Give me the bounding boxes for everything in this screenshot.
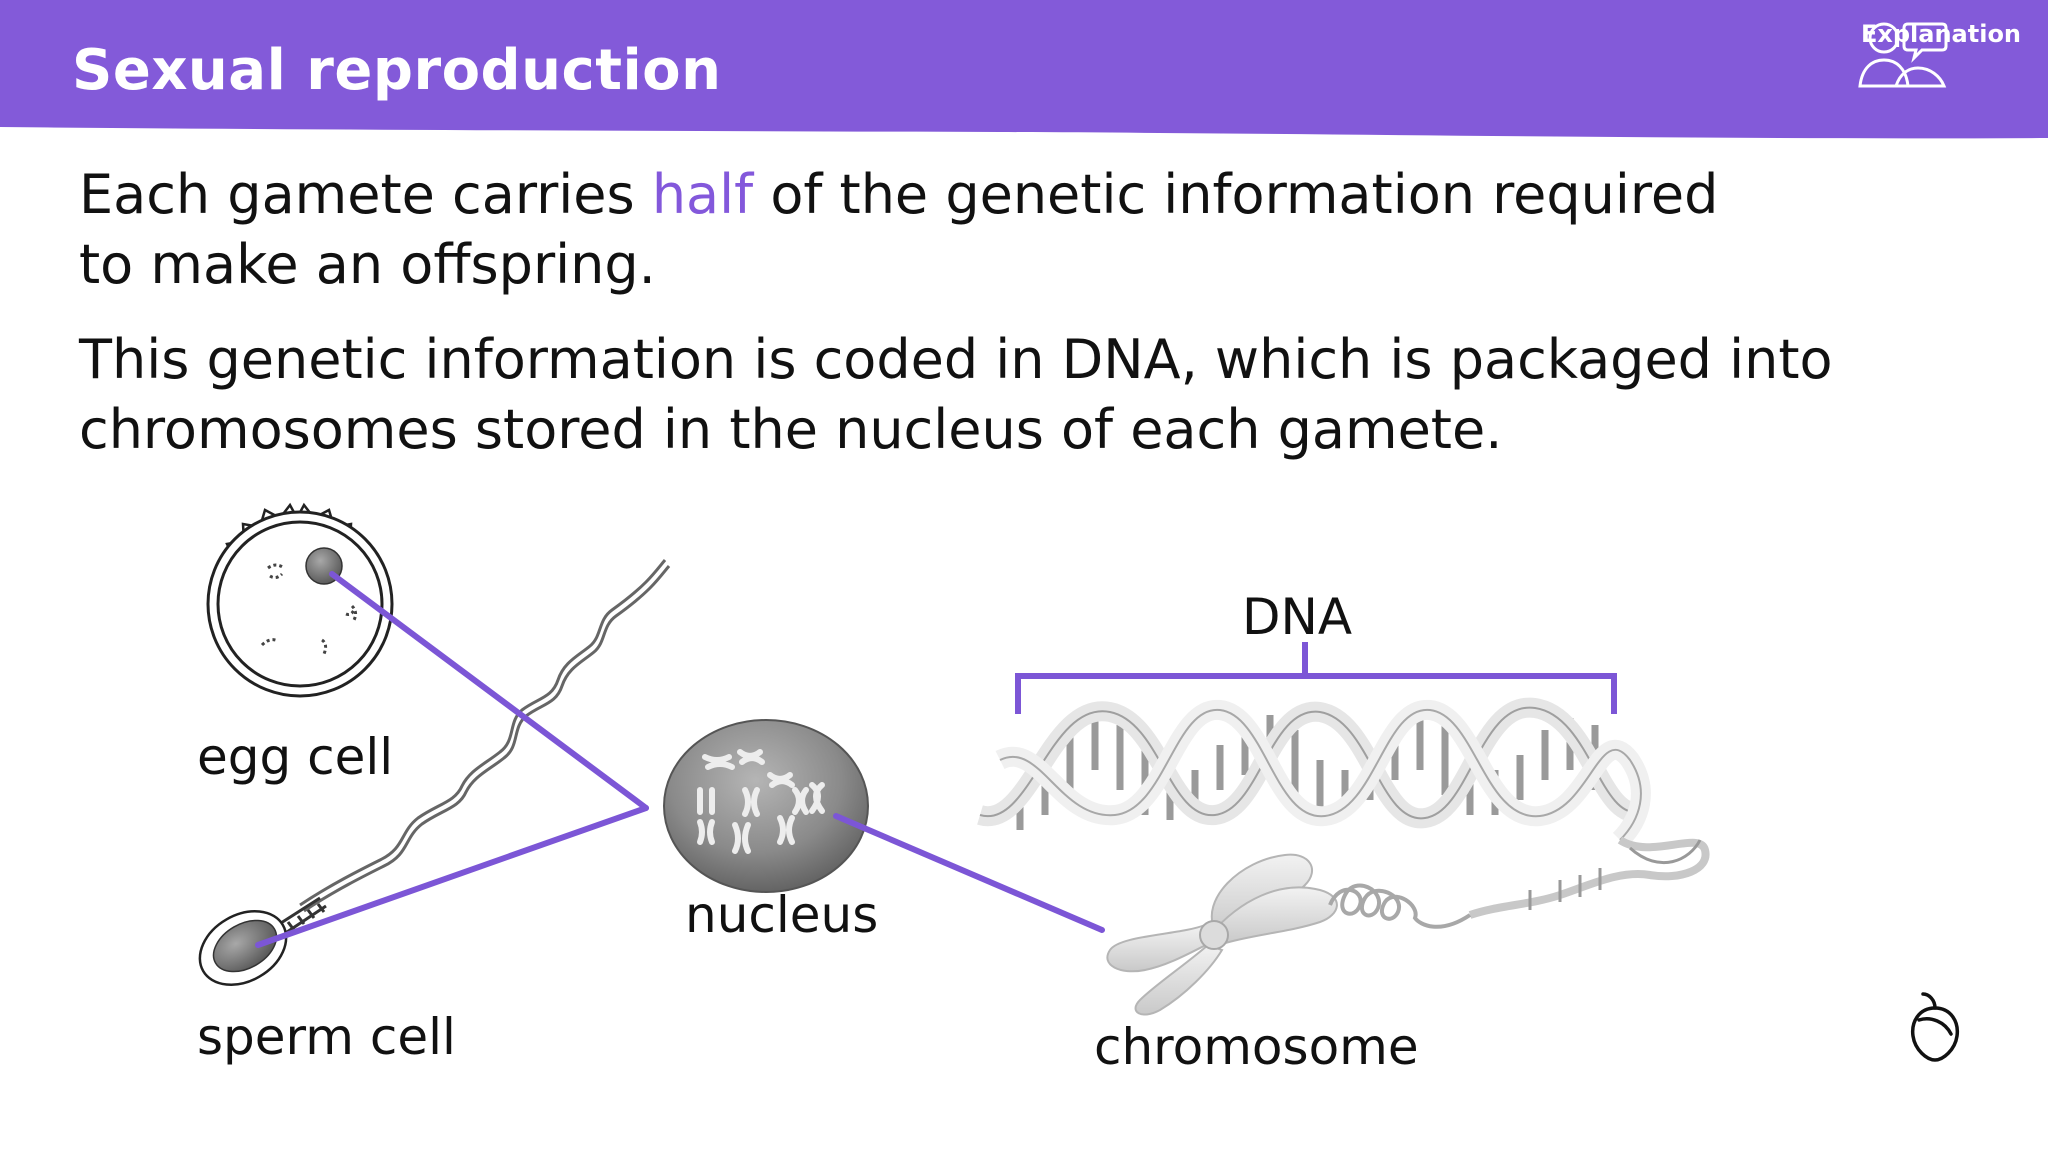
paragraph-dna-info: This genetic information is coded in DNA…: [79, 325, 1979, 465]
header-background: [0, 0, 2048, 139]
chromatin-coils: [1328, 883, 1472, 929]
chromosome-illustration: [1106, 853, 1472, 1016]
paragraph1-line1: Each gamete carries half of the genetic …: [79, 160, 1979, 230]
highlight-half: half: [651, 163, 754, 226]
chromosome-arm-lower-right: [1134, 943, 1224, 1016]
nucleus-body: [663, 719, 869, 893]
people-speech-icon: [1858, 22, 1948, 88]
chromosome-centromere: [1199, 920, 1229, 950]
chromosome-arm-upper-right: [1208, 886, 1338, 946]
paragraph2-line1: This genetic information is coded in DNA…: [79, 328, 1833, 391]
label-egg-cell: egg cell: [197, 728, 394, 786]
paragraph-gamete-info: Each gamete carries half of the genetic …: [79, 160, 1979, 300]
acorn-icon: [1910, 992, 1960, 1062]
connector-egg-nucleus: [329, 571, 649, 811]
paragraph2-line2: chromosomes stored in the nucleus of eac…: [79, 398, 1503, 461]
chromosome-arm-lower-left: [1106, 923, 1214, 973]
dna-bracket: [1015, 642, 1617, 714]
sperm-nucleus: [212, 919, 278, 973]
label-dna: DNA: [1242, 588, 1353, 646]
dna-helix: [977, 697, 1710, 919]
paragraph1-line2: to make an offspring.: [79, 233, 656, 296]
connector-sperm-nucleus: [255, 805, 649, 948]
label-sperm-cell: sperm cell: [197, 1008, 456, 1066]
paragraph1-text-before: Each gamete carries: [79, 163, 652, 226]
egg-cell-illustration: [206, 502, 394, 698]
egg-cell-granules: [260, 563, 358, 655]
nucleus-chromosomes: [697, 749, 825, 854]
paragraph1-text-after: of the genetic information required: [753, 163, 1719, 226]
label-chromosome: chromosome: [1094, 1018, 1419, 1076]
egg-cell-membrane: [216, 520, 384, 688]
explanation-badge: Explanation: [1856, 16, 2026, 134]
connector-nucleus-chromosome: [833, 813, 1105, 933]
connector-lines: [255, 571, 1105, 948]
label-nucleus: nucleus: [685, 886, 879, 944]
page-title: Sexual reproduction: [72, 38, 722, 103]
header-banner: Sexual reproduction Explanation: [0, 0, 2048, 145]
nucleus-illustration: [663, 719, 869, 893]
